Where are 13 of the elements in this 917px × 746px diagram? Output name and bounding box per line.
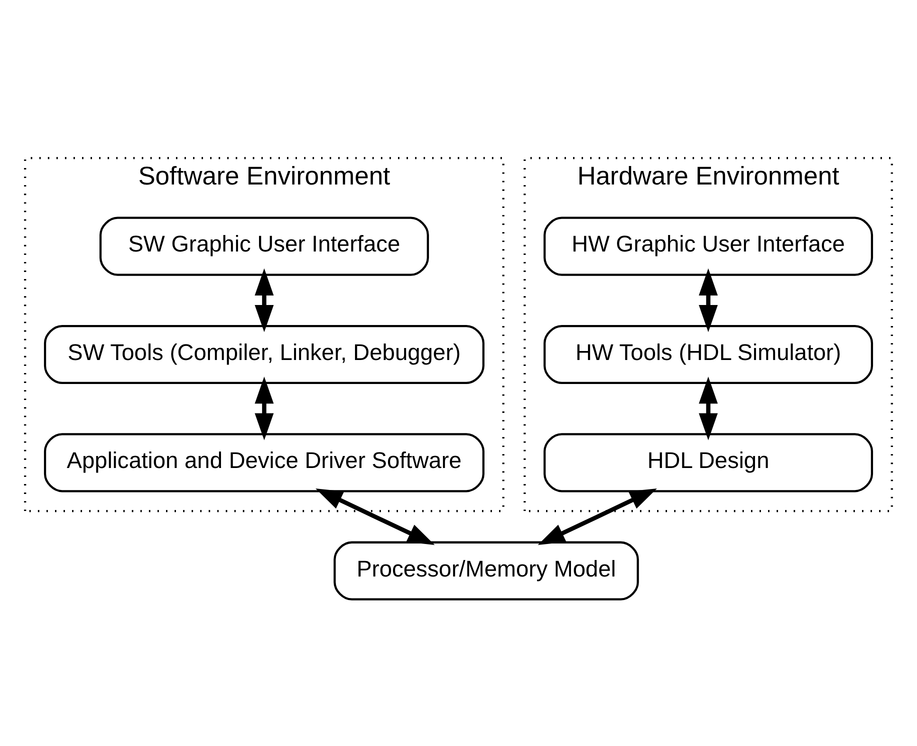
arrow: [316, 488, 435, 545]
arrow: [698, 268, 718, 332]
arrow: [698, 376, 718, 440]
node-box: HDL Design: [544, 433, 874, 492]
node-box: Application and Device Driver Software: [44, 433, 484, 492]
arrow: [538, 488, 657, 545]
arrow: [254, 268, 274, 332]
node-box: Processor/Memory Model: [334, 541, 639, 600]
node-box: HW Graphic User Interface: [544, 216, 874, 276]
node-box: SW Graphic User Interface: [99, 216, 429, 276]
node-box: SW Tools (Compiler, Linker, Debugger): [44, 324, 484, 384]
node-box: HW Tools (HDL Simulator): [544, 324, 874, 384]
arrow: [254, 376, 274, 440]
